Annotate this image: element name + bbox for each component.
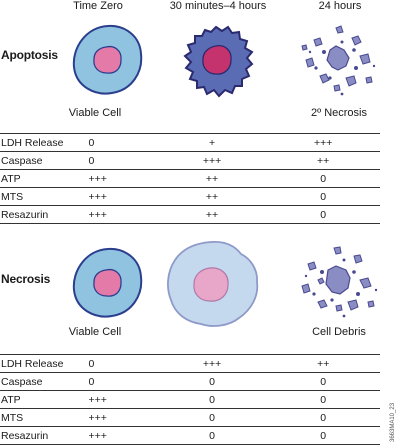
table-row: LDH Release 0 +++ ++: [0, 354, 380, 373]
viable-cell-illustration: [72, 247, 143, 318]
cell-24hours: 0: [266, 390, 380, 409]
row-label: Resazurin: [0, 426, 86, 445]
column-header-30min-4hours: 30 minutes–4 hours: [169, 0, 267, 12]
table-row: Caspase 0 0 0: [0, 372, 380, 391]
cell-24hours: +++: [266, 133, 380, 152]
row-label: LDH Release: [0, 354, 86, 373]
cell-30min-4hours: +++: [157, 151, 267, 170]
apoptosis-caption-secondary-necrosis: 2º Necrosis: [311, 107, 367, 119]
necrosis-caption-cell-debris: Cell Debris: [312, 326, 366, 338]
apoptosis-title: Apoptosis: [1, 48, 58, 62]
secondary-necrosis-illustration: [301, 25, 376, 96]
row-label: LDH Release: [0, 133, 86, 152]
table-row: LDH Release 0 + +++: [0, 133, 380, 152]
cell-30min-4hours: +: [157, 133, 267, 152]
table-row: MTS +++ 0 0: [0, 408, 380, 427]
table-row: ATP +++ 0 0: [0, 390, 380, 409]
cell-30min-4hours: ++: [157, 169, 267, 188]
table-row: Caspase 0 +++ ++: [0, 151, 380, 170]
table-row: ATP +++ ++ 0: [0, 169, 380, 188]
necrosis-assay-table: LDH Release 0 +++ ++ Caspase 0 0 0 ATP +…: [0, 354, 380, 445]
cell-time-zero: 0: [85, 372, 158, 391]
cell-time-zero: +++: [85, 408, 158, 427]
cell-24hours: ++: [266, 354, 380, 373]
column-header-24hours: 24 hours: [318, 0, 362, 12]
cell-30min-4hours: ++: [157, 187, 267, 206]
figure-id-text: 3663MA10_23: [390, 402, 396, 442]
cell-time-zero: 0: [85, 151, 158, 170]
apoptotic-cell-illustration: [183, 25, 254, 98]
cell-30min-4hours: 0: [157, 426, 267, 445]
apoptosis-assay-table: LDH Release 0 + +++ Caspase 0 +++ ++ ATP…: [0, 133, 380, 224]
cell-24hours: 0: [266, 205, 380, 224]
cell-time-zero: +++: [85, 169, 158, 188]
cell-30min-4hours: 0: [157, 408, 267, 427]
apoptosis-caption-viable-cell: Viable Cell: [68, 107, 122, 119]
row-label: Resazurin: [0, 205, 86, 224]
swollen-necrotic-cell-illustration: [167, 241, 259, 327]
cell-24hours: 0: [266, 169, 380, 188]
table-row: Resazurin +++ 0 0: [0, 426, 380, 445]
table-row: Resazurin +++ ++ 0: [0, 205, 380, 224]
cell-30min-4hours: ++: [157, 205, 267, 224]
cell-30min-4hours: +++: [157, 354, 267, 373]
row-label: Caspase: [0, 372, 86, 391]
row-label: ATP: [0, 390, 86, 409]
row-label: MTS: [0, 408, 86, 427]
cell-24hours: 0: [266, 408, 380, 427]
row-label: ATP: [0, 169, 86, 188]
cell-24hours: ++: [266, 151, 380, 170]
cell-30min-4hours: 0: [157, 390, 267, 409]
cell-24hours: 0: [266, 372, 380, 391]
figure-id-watermark: 3663MA10_23: [388, 402, 400, 442]
cell-debris-illustration: [301, 246, 378, 318]
cell-time-zero: +++: [85, 426, 158, 445]
table-row: MTS +++ ++ 0: [0, 187, 380, 206]
cell-time-zero: 0: [85, 133, 158, 152]
cell-time-zero: +++: [85, 187, 158, 206]
cell-time-zero: +++: [85, 205, 158, 224]
row-label: Caspase: [0, 151, 86, 170]
cell-time-zero: 0: [85, 354, 158, 373]
cell-24hours: 0: [266, 426, 380, 445]
column-header-time-zero: Time Zero: [73, 0, 123, 12]
cell-30min-4hours: 0: [157, 372, 267, 391]
cell-24hours: 0: [266, 187, 380, 206]
viable-cell-illustration: [72, 24, 143, 95]
necrosis-title: Necrosis: [1, 272, 51, 286]
row-label: MTS: [0, 187, 86, 206]
necrosis-caption-viable-cell: Viable Cell: [68, 326, 122, 338]
cell-time-zero: +++: [85, 390, 158, 409]
